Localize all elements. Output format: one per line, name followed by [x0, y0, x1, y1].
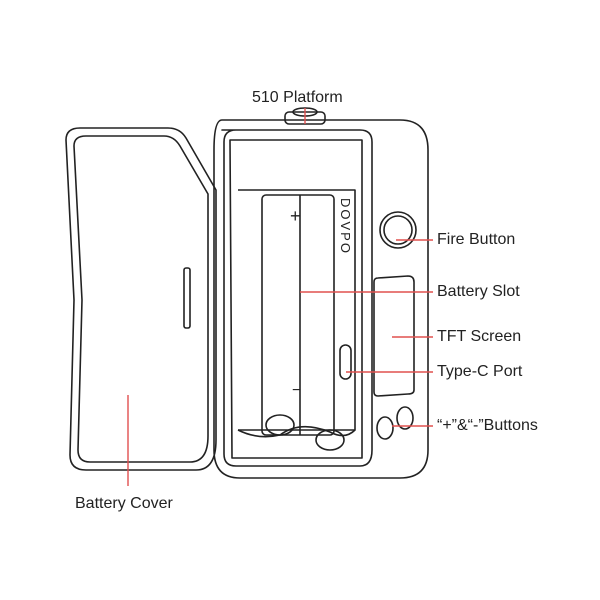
battery-slot: [261, 194, 335, 436]
label-tft-screen: TFT Screen: [437, 328, 522, 345]
label-battery-slot: Battery Slot: [437, 283, 520, 300]
callout-lines: [127, 108, 433, 486]
plus-button: [376, 416, 394, 440]
device-body: [213, 107, 429, 479]
label-510-platform: 510 Platform: [252, 89, 343, 106]
label-type-c-port: Type-C Port: [437, 363, 523, 380]
tft-screen: [373, 275, 415, 397]
minus-button: [396, 406, 414, 430]
battery-cover: [65, 127, 217, 471]
label-battery-cover: Battery Cover: [75, 495, 173, 512]
fire-button: [379, 211, 417, 249]
battery-minus-mark: −: [292, 382, 302, 399]
label-fire-button: Fire Button: [437, 231, 516, 248]
type-c-port: [339, 344, 352, 380]
label-buttons: “+”&“-”Buttons: [437, 417, 538, 434]
brand-logo: DOVPO: [338, 198, 353, 255]
battery-plus-mark: +: [290, 206, 301, 226]
